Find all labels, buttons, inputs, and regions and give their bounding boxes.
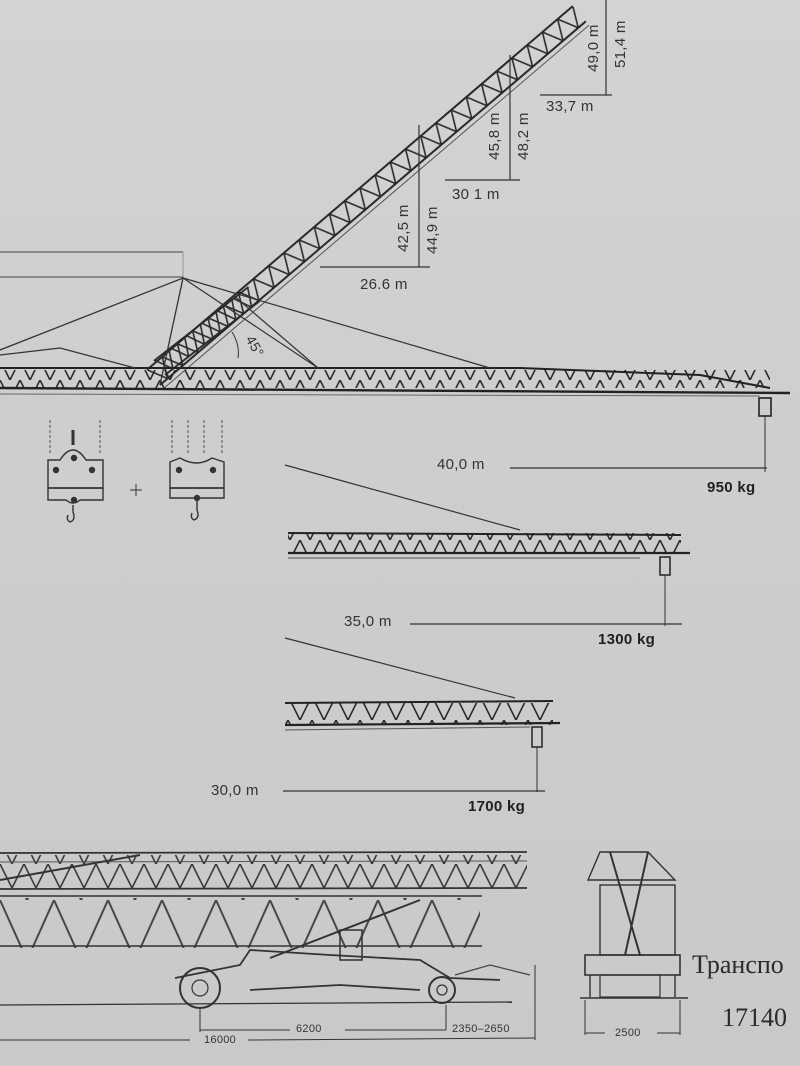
raised-jib [146,5,590,390]
transport-caption: Транспо [692,950,784,979]
height-a-label-2: 45,8 m [486,112,503,160]
jib-load-label-40: 950 kg [707,479,756,496]
radius-label-3: 33,7 m [546,98,594,115]
transport-side-view [0,851,536,1041]
height-b-label-1: 44,9 m [424,206,441,254]
transport-end-view [580,851,688,1035]
hook-combine-symbol: + [131,480,132,481]
jib-35m [284,464,690,626]
wheelbase-dimension: 6200 [296,1023,322,1035]
radius-label-2: 30 1 m [452,186,500,203]
hook-blocks [47,420,225,523]
jib-load-label-30: 1700 kg [468,798,526,815]
jib-load-label-35: 1300 kg [598,631,656,648]
hook-block-single [169,420,225,521]
height-b-label-2: 48,2 m [515,112,532,160]
height-b-label-3: 51,4 m [612,20,629,68]
rear-overhang-dimension: 2350–2650 [452,1023,510,1035]
jib-30m [283,637,561,792]
width-dimension: 2500 [615,1027,641,1039]
jib-length-label-35: 35,0 m [344,613,392,630]
main-jib [0,251,791,472]
height-a-label-3: 49,0 m [585,24,602,72]
height-dimensions [320,0,612,268]
transport-weight-number: 17140 [722,1003,787,1032]
hook-block-double [47,420,104,523]
radius-label-1: 26.6 m [360,276,408,293]
height-a-label-1: 42,5 m [395,204,412,252]
jib-length-label-40: 40,0 m [437,456,485,473]
overall-length-dimension: 16000 [204,1034,237,1046]
jib-length-label-30: 30,0 m [211,782,259,799]
